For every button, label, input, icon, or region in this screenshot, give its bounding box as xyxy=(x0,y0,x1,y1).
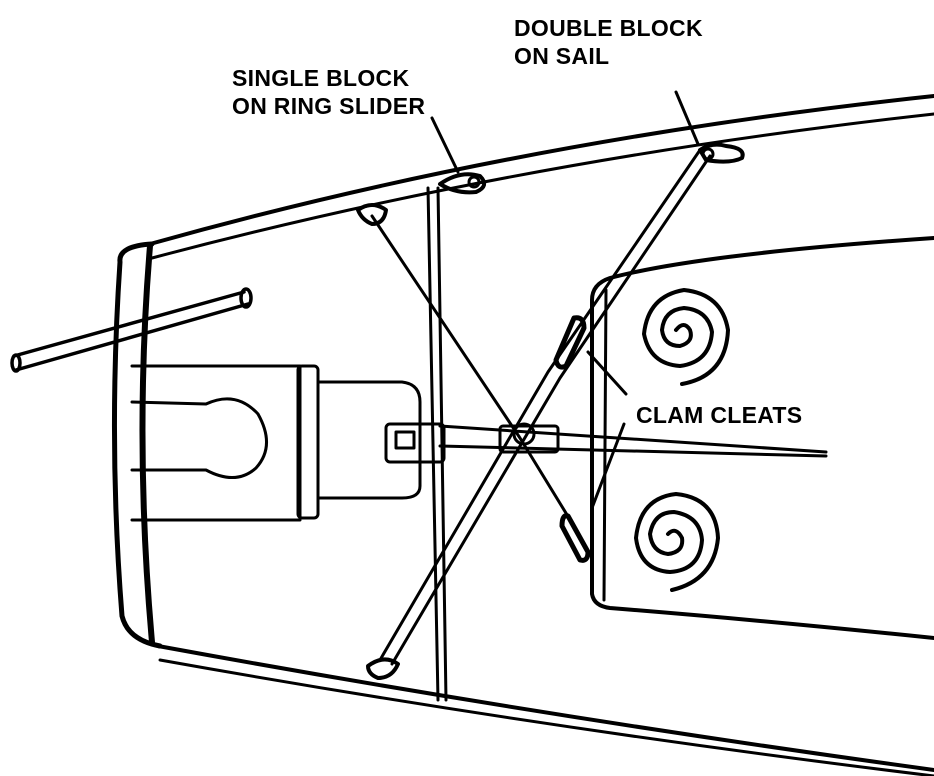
upper-clam-cleat xyxy=(553,315,587,370)
upper-fairlead xyxy=(356,203,388,226)
transom xyxy=(111,241,163,649)
tiller-knob xyxy=(239,287,253,309)
single-block-sheave xyxy=(467,175,481,189)
rudder-fitting xyxy=(384,422,446,464)
rudder-stock xyxy=(316,380,422,500)
double-block-label-line-2: ON SAIL xyxy=(514,43,610,69)
cockpit-inner xyxy=(602,288,608,602)
rudder-well xyxy=(130,364,302,522)
leader-clam-lower xyxy=(590,422,626,510)
rudder-head xyxy=(130,397,268,479)
upper-gunwale-inner xyxy=(150,112,934,260)
lower-clam-cleat xyxy=(559,513,591,563)
rudder-fitting-hole xyxy=(394,430,416,450)
single-block xyxy=(438,172,487,195)
boom-block xyxy=(512,422,536,446)
double-block xyxy=(698,142,745,164)
lower-gunwale-outer xyxy=(156,644,934,772)
tiller-shaft xyxy=(12,290,250,372)
rudder-plate-left xyxy=(296,364,320,520)
lower-gunwale-inner xyxy=(158,658,934,776)
transom-inner xyxy=(139,243,155,645)
double-block-label-line-1: DOUBLE BLOCK xyxy=(514,15,703,41)
clam-cleats-label: CLAM CLEATS xyxy=(636,402,803,428)
upper-spiral xyxy=(642,288,730,386)
mainsheet-3 xyxy=(378,148,702,662)
double-block-label: DOUBLE BLOCK ON SAIL xyxy=(514,14,703,70)
boom-fitting xyxy=(498,424,560,454)
lower-fairlead xyxy=(366,657,400,680)
lower-spiral xyxy=(634,492,720,592)
leader-double-block xyxy=(674,90,700,146)
single-block-label-line-1: SINGLE BLOCK xyxy=(232,65,410,91)
single-block-label: SINGLE BLOCK ON RING SLIDER xyxy=(232,64,425,120)
cockpit-outline xyxy=(590,236,934,640)
double-block-sheave xyxy=(701,147,715,161)
traveller-bar xyxy=(426,186,448,702)
mainsheet-2 xyxy=(390,154,712,666)
mainsheet-1 xyxy=(370,214,582,538)
boom-line xyxy=(438,424,828,458)
leader-clam-upper xyxy=(586,350,628,396)
upper-gunwale-outer xyxy=(148,94,934,246)
single-block-label-line-2: ON RING SLIDER xyxy=(232,93,426,119)
tiller-end xyxy=(10,353,22,373)
leader-single-block xyxy=(430,116,460,174)
